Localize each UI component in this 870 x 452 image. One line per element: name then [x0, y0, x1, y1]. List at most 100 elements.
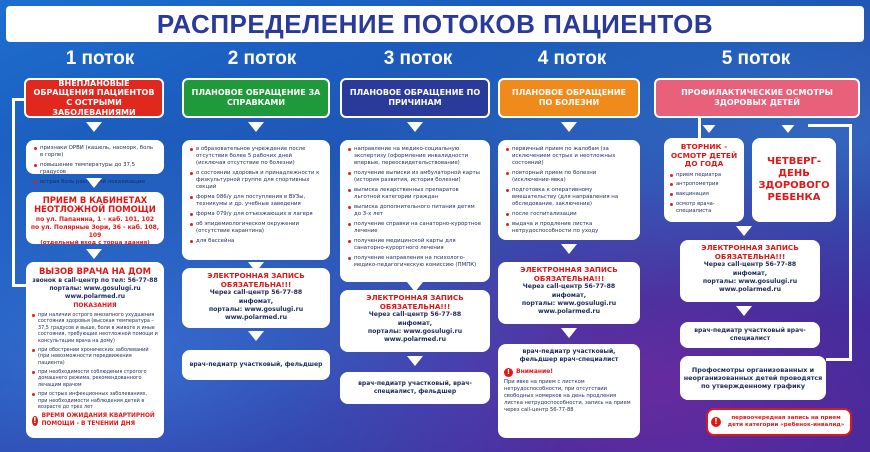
arrow-down-icon	[248, 331, 264, 341]
arrow-down-icon	[248, 122, 264, 132]
list-item: о состоянии здоровья и принадлежности к …	[190, 170, 322, 191]
list-item: форма 079/у для отъезжающих в лагеря	[190, 211, 322, 218]
attention-title: Внимание!	[516, 368, 554, 376]
ereg-site: www.polarmed.ru	[383, 336, 446, 344]
col1-home-box: ВЫЗОВ ВРАЧА НА ДОМ звонок в call-центр п…	[26, 262, 164, 438]
tuesday-title: ВТОРНИК - ОСМОТР ДЕТЕЙ ДО ГОДА	[670, 142, 738, 169]
arrow-down-icon	[86, 122, 102, 132]
list-item: признаки ОРВИ (кашель, насморк, боль в г…	[34, 145, 156, 159]
ereg-portals: порталы: www.gosulugi.ru	[208, 306, 304, 313]
ereg-infomat: инфомат,	[238, 297, 274, 305]
connector-line	[698, 118, 699, 121]
connector-line	[12, 98, 26, 101]
ereg-callcenter: Через call-центр 56-77-88	[703, 261, 797, 269]
ereg-infomat: инфомат,	[397, 319, 433, 327]
ereg-title: ЭЛЕКТРОННАЯ ЗАПИСЬ ОБЯЗАТЕЛЬНА!!!	[701, 243, 799, 261]
list-item: об эпидемиологическом окружении (отсутст…	[190, 221, 322, 235]
ereg-callcenter: Через call-центр 56-77-88	[209, 289, 303, 297]
home-site: www.polarmed.ru	[64, 292, 126, 300]
col5-doctor-box: врач-педиатр участковый врач-специалист	[680, 322, 820, 348]
ereg-portals: порталы: www.gosulugi.ru	[702, 278, 798, 285]
list-item: при наличии острого внезапного ухудшения…	[32, 312, 158, 344]
list-item: для бассейна	[190, 238, 322, 245]
list-item: подготовка к оперативному вмешательству …	[506, 187, 632, 208]
list-item: при обострении хронических заболеваний (…	[32, 347, 158, 366]
arrow-down-icon	[407, 122, 423, 132]
home-portals: порталы: www.gosulugi.ru	[49, 284, 141, 292]
ereg-callcenter: Через call-центр 56-77-88	[368, 311, 462, 319]
indications-label: ПОКАЗАНИЯ	[73, 302, 117, 310]
connector-line	[698, 118, 701, 140]
arrow-down-icon	[248, 262, 264, 272]
list-item: повторный прием по болезни (исключение-я…	[506, 170, 632, 184]
col4-reasons-box: первичный прием по жалобам (за исключени…	[498, 140, 640, 240]
column-header-3: ПЛАНОВОЕ ОБРАЩЕНИЕ ПО ПРИЧИНАМ	[340, 78, 490, 118]
list-item: выписка дополнительного питания детям до…	[348, 204, 482, 218]
arrow-down-icon	[736, 226, 752, 236]
arrow-down-icon	[736, 306, 752, 316]
attention-text: При явке на прием с листком нетрудоспосо…	[504, 378, 631, 413]
connector-line	[12, 284, 26, 287]
arrow-down-icon	[702, 125, 716, 133]
warning-icon: !	[504, 367, 513, 377]
list-item: первичный прием по жалобам (за исключени…	[506, 146, 632, 167]
arrow-down-icon	[407, 356, 423, 366]
ereg-title: ЭЛЕКТРОННАЯ ЗАПИСЬ ОБЯЗАТЕЛЬНА!!!	[207, 271, 305, 289]
ereg-infomat: инфомат,	[732, 269, 768, 277]
column-header-4: ПЛАНОВОЕ ОБРАЩЕНИЕ ПО БОЛЕЗНИ	[498, 78, 640, 118]
warning-icon: !	[32, 415, 38, 426]
arrow-down-icon	[561, 244, 577, 254]
arrow-down-icon	[781, 125, 795, 133]
list-item: получение медицинской карты для санаторн…	[348, 238, 482, 252]
list-item: направление на медико-социальную эксперт…	[348, 146, 482, 167]
list-item: прием педиатра	[670, 172, 738, 179]
list-item: осмотр врача-специалиста	[670, 201, 738, 215]
wait-time: ВРЕМЯ ОЖИДАНИЯ КВАРТИРНОЙ ПОМОЩИ - В ТЕЧ…	[41, 413, 155, 427]
col5-thursday-box: ЧЕТВЕРГ- ДЕНЬ ЗДОРОВОГО РЕБЕНКА	[752, 138, 836, 222]
list-item: вакцинация	[670, 191, 738, 198]
list-item: выдача и продление листка нетрудоспособн…	[506, 221, 632, 235]
ereg-site: www.polarmed.ru	[537, 308, 600, 316]
col2-reasons-box: в образовательное учреждение после отсут…	[182, 140, 330, 260]
ereg-title: ЭЛЕКТРОННАЯ ЗАПИСЬ ОБЯЗАТЕЛЬНА!!!	[520, 265, 618, 283]
list-item: получение справки на санаторно-курортное…	[348, 221, 482, 235]
col5-tuesday-box: ВТОРНИК - ОСМОТР ДЕТЕЙ ДО ГОДА прием пед…	[664, 138, 744, 222]
col3-ereg-box: ЭЛЕКТРОННАЯ ЗАПИСЬ ОБЯЗАТЕЛЬНА!!! Через …	[340, 290, 490, 352]
ereg-site: www.polarmed.ru	[718, 286, 781, 294]
col5-priority-box: ! первоочередная запись на прием дети ка…	[706, 408, 852, 436]
column-head-4: 4 поток	[537, 48, 607, 69]
col2-doctor-box: врач-педиатр участковый, фельдшер	[182, 350, 330, 380]
arrow-down-icon	[86, 249, 102, 259]
warning-icon: !	[711, 417, 721, 427]
connector-line	[808, 124, 852, 127]
column-header-2: ПЛАНОВОЕ ОБРАЩЕНИЕ ЗА СПРАВКАМИ	[182, 78, 330, 118]
list-item: форма 086/у для поступления в ВУЗы, техн…	[190, 194, 322, 208]
ereg-portals: порталы: www.gosulugi.ru	[367, 328, 463, 335]
list-item: получение выписки из амбулаторной карты …	[348, 170, 482, 184]
column-head-3: 3 поток	[383, 48, 453, 69]
column-head-2: 2 поток	[227, 48, 297, 69]
arrow-down-icon	[561, 328, 577, 338]
reception-line: по ул. Папанина, 1 - каб. 101, 102	[35, 216, 155, 224]
home-phone: звонок в call-центр по тел: 56-77-88	[32, 276, 158, 284]
col1-signs-box: признаки ОРВИ (кашель, насморк, боль в г…	[26, 140, 164, 185]
ereg-site: www.polarmed.ru	[224, 314, 287, 322]
arrow-down-icon	[86, 178, 102, 188]
reception-title: ПРИЕМ В КАБИНЕТАХ НЕОТЛОЖНОЙ ПОМОЩИ	[34, 195, 156, 215]
col1-reception-box: ПРИЕМ В КАБИНЕТАХ НЕОТЛОЖНОЙ ПОМОЩИ по у…	[26, 192, 164, 246]
col3-doctor-box: врач-педиатр участковый, врач-специалист…	[340, 372, 490, 404]
list-item: после госпитализации	[506, 211, 632, 218]
ereg-callcenter: Через call-центр 56-77-88	[522, 283, 616, 291]
col2-ereg-box: ЭЛЕКТРОННАЯ ЗАПИСЬ ОБЯЗАТЕЛЬНА!!! Через …	[182, 268, 330, 328]
col5-prof-box: Профосмотры организованных и неорганизов…	[680, 356, 826, 400]
col4-doctor-box: врач-педиатр участковый, фельдшер врач-с…	[498, 344, 640, 438]
doctor-label: врач-педиатр участковый, фельдшер врач-с…	[519, 348, 619, 363]
ereg-title: ЭЛЕКТРОННАЯ ЗАПИСЬ ОБЯЗАТЕЛЬНА!!!	[366, 293, 464, 311]
priority-text: первоочередная запись на прием дети кате…	[727, 414, 845, 428]
column-head-5: 5 поток	[721, 48, 791, 69]
col3-reasons-box: направление на медико-социальную эксперт…	[340, 140, 490, 282]
arrow-down-icon	[407, 282, 423, 292]
col4-ereg-box: ЭЛЕКТРОННАЯ ЗАПИСЬ ОБЯЗАТЕЛЬНА!!! Через …	[498, 262, 640, 324]
arrow-down-icon	[561, 122, 577, 132]
list-item: получение направления на психолого-медик…	[348, 255, 482, 269]
